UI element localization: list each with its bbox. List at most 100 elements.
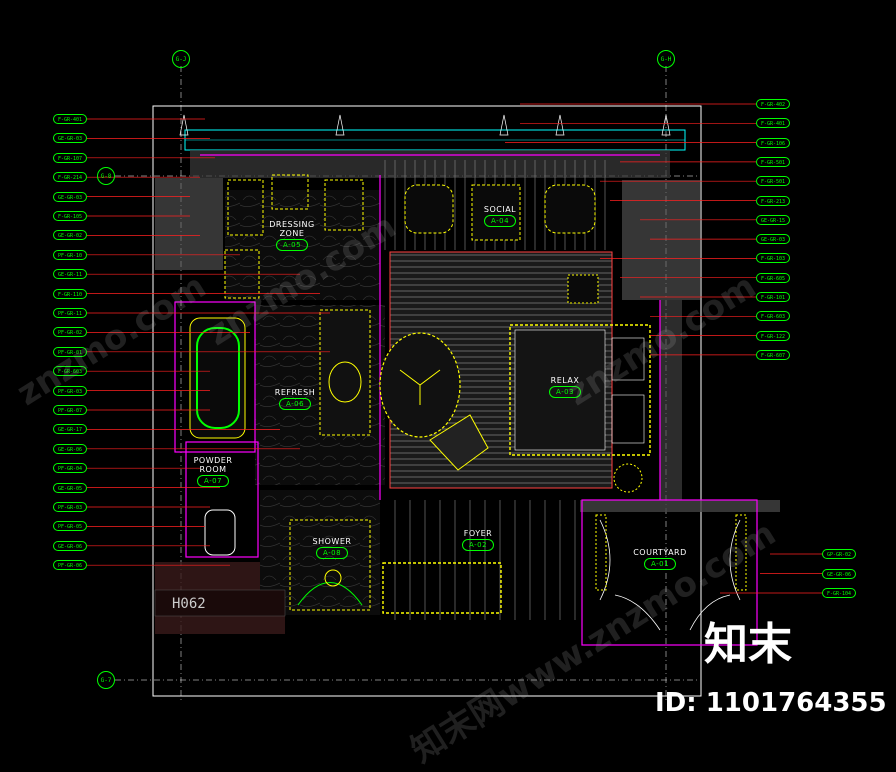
sheet-frame bbox=[152, 105, 702, 697]
callout-tag-left: PF-GR-07 bbox=[53, 405, 87, 415]
callout-tag-right: F-GR-122 bbox=[756, 330, 790, 341]
bathtub bbox=[189, 317, 246, 439]
callout-tag-left: PF-GR-04 bbox=[53, 463, 87, 474]
callout-tag-left: PF-GR-05 bbox=[53, 521, 87, 532]
callout-tag-right: F-GR-213 bbox=[756, 195, 790, 206]
floor-stripes-foyer bbox=[394, 500, 576, 620]
magenta-walls bbox=[174, 154, 758, 646]
relax-lamp bbox=[613, 463, 643, 493]
room-social: SOCIAL A-04 bbox=[470, 205, 530, 227]
room-courtyard-tag: A-01 bbox=[643, 558, 677, 570]
grid-bubble-g8: G-8 bbox=[97, 167, 115, 185]
callout-tag-left: PF-GR-03 bbox=[53, 502, 87, 512]
callout-tag-left: F-GR-603 bbox=[53, 366, 87, 377]
callout-tag-left: PF-GR-11 bbox=[53, 308, 87, 318]
room-shower-name: SHOWER bbox=[312, 537, 352, 546]
room-courtyard-name: COURTYARD bbox=[633, 548, 687, 557]
grid-bubble-gh: G-H bbox=[657, 50, 675, 68]
leader-lines-right bbox=[505, 103, 822, 594]
relax-bed bbox=[509, 324, 651, 456]
toilet bbox=[204, 509, 236, 556]
social-chair-1 bbox=[404, 184, 454, 234]
room-refresh: REFRESH A-06 bbox=[265, 388, 325, 410]
callout-tag-left: PF-GR-06 bbox=[53, 560, 87, 571]
callout-tag-right: F-GR-104 bbox=[822, 588, 856, 598]
room-social-name: SOCIAL bbox=[483, 205, 517, 214]
room-relax: RELAX A-03 bbox=[535, 376, 595, 398]
room-refresh-tag: A-06 bbox=[278, 398, 312, 410]
column-marker-4 bbox=[555, 114, 565, 136]
room-refresh-name: REFRESH bbox=[274, 388, 316, 397]
callout-tag-right: F-GR-607 bbox=[756, 349, 790, 360]
room-powder-name: POWDER bbox=[193, 456, 233, 465]
callout-tag-right: F-GR-103 bbox=[756, 253, 790, 264]
callout-tag-left: GE-GR-17 bbox=[53, 424, 87, 435]
room-relax-tag: A-03 bbox=[548, 386, 582, 398]
room-foyer: FOYER A-02 bbox=[448, 529, 508, 551]
callout-tag-left: GE-GR-11 bbox=[53, 269, 87, 280]
callout-tag-left: PF-GR-10 bbox=[53, 249, 87, 260]
callout-tag-right: GE-GR-15 bbox=[756, 214, 790, 225]
dressing-unit-2 bbox=[271, 174, 309, 210]
room-powder-tag: A-07 bbox=[196, 475, 230, 487]
callout-tag-left: F-GR-401 bbox=[53, 114, 87, 124]
room-powder-name2: ROOM bbox=[199, 465, 227, 474]
callout-tag-left: GE-GR-05 bbox=[53, 482, 87, 493]
grid-bubble-g7: G-7 bbox=[97, 671, 115, 689]
room-dressing-name2: ZONE bbox=[279, 229, 305, 238]
callout-tag-right: GP-GR-02 bbox=[822, 549, 856, 559]
foyer-bench bbox=[382, 562, 502, 614]
room-relax-name: RELAX bbox=[550, 376, 580, 385]
wall-hatch-right-upper bbox=[622, 180, 700, 300]
column-marker-2 bbox=[335, 114, 345, 136]
room-dressing: DRESSING ZONE A-05 bbox=[262, 220, 322, 251]
callout-tag-left: F-GR-105 bbox=[53, 211, 87, 221]
column-marker-1 bbox=[179, 114, 189, 136]
callout-tag-right: GE-GR-06 bbox=[822, 568, 856, 579]
callout-tag-left: GE-GR-03 bbox=[53, 133, 87, 144]
dressing-unit-1 bbox=[227, 179, 264, 236]
lounge-chair bbox=[429, 414, 489, 471]
wall-hatch-bottom-right bbox=[580, 500, 780, 512]
callout-tag-left: F-GR-107 bbox=[53, 152, 87, 163]
plate-text: H062 bbox=[172, 596, 206, 612]
callout-tag-right: F-GR-605 bbox=[756, 272, 790, 283]
callout-tag-left: GE-GR-02 bbox=[53, 230, 87, 241]
callout-tag-right: F-GR-501 bbox=[756, 156, 790, 167]
callout-tag-right: F-GR-501 bbox=[756, 176, 790, 187]
callout-tag-right: F-GR-401 bbox=[756, 118, 790, 129]
callout-tag-left: F-GR-214 bbox=[53, 172, 87, 183]
bottom-plate bbox=[154, 589, 286, 617]
column-marker-5 bbox=[661, 114, 671, 136]
callout-tag-right: F-GR-603 bbox=[756, 311, 790, 322]
callout-tag-left: F-GR-110 bbox=[53, 288, 87, 299]
callout-tag-right: F-GR-402 bbox=[756, 99, 790, 109]
room-courtyard: COURTYARD A-01 bbox=[625, 548, 695, 570]
room-dressing-name: DRESSING bbox=[269, 220, 315, 229]
leader-lines-left bbox=[87, 118, 330, 566]
callout-tag-left: GE-GR-06 bbox=[53, 443, 87, 454]
shower-zone bbox=[289, 519, 371, 611]
room-powder: POWDER ROOM A-07 bbox=[183, 456, 243, 487]
room-shower: SHOWER A-08 bbox=[302, 537, 362, 559]
floor-plan-svg bbox=[87, 66, 822, 700]
wall-hatch-left-upper bbox=[155, 178, 223, 270]
dressing-unit-3 bbox=[324, 179, 364, 231]
window-band-hatch bbox=[190, 150, 670, 178]
room-foyer-name: FOYER bbox=[463, 529, 493, 538]
social-table bbox=[471, 184, 521, 241]
column-marker-3 bbox=[499, 114, 509, 136]
callout-tag-left: PF-GR-03 bbox=[53, 385, 87, 396]
callout-tag-left: PF-GR-01 bbox=[53, 346, 87, 357]
room-dressing-tag: A-05 bbox=[275, 239, 309, 251]
refresh-vanity bbox=[319, 309, 371, 436]
callout-tag-right: GE-GR-03 bbox=[756, 234, 790, 245]
wall-hatch-right-mid bbox=[660, 300, 682, 500]
room-foyer-tag: A-02 bbox=[461, 539, 495, 551]
watermark-id: ID: 1101764355 bbox=[655, 688, 887, 718]
room-shower-tag: A-08 bbox=[315, 547, 349, 559]
callout-tag-left: GE-GR-06 bbox=[53, 540, 87, 551]
callout-tag-right: F-GR-101 bbox=[756, 292, 790, 302]
watermark-brand: 知末 bbox=[704, 619, 792, 670]
